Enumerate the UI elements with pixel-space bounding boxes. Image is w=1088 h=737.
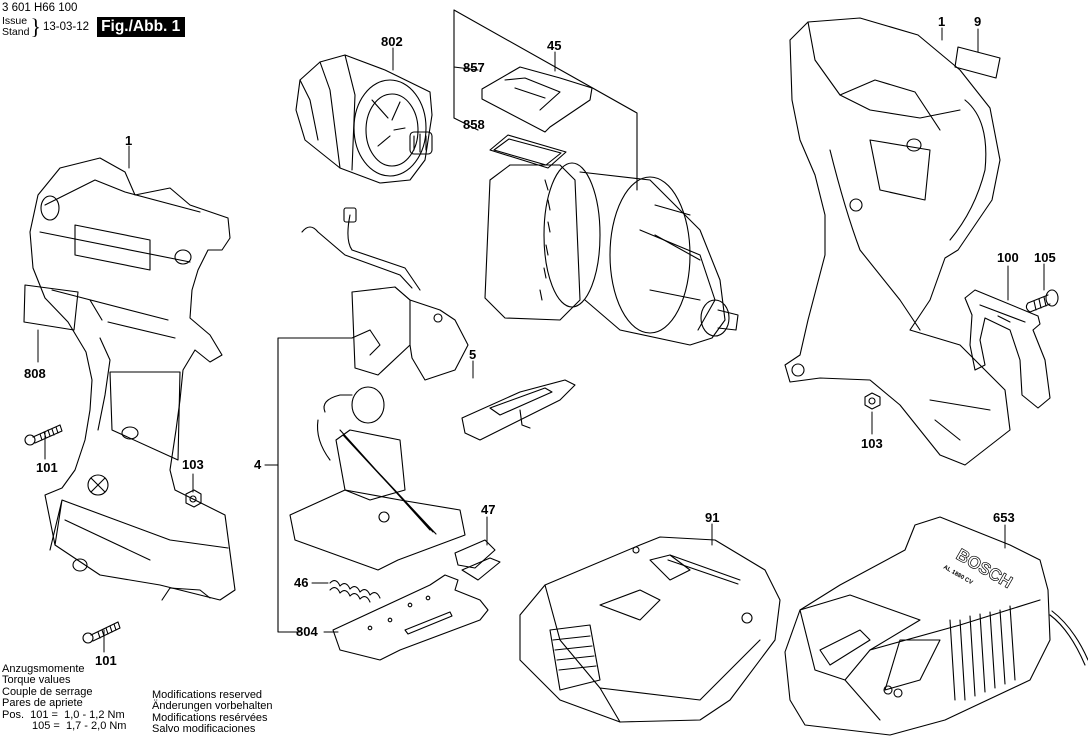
housing-left-part [29, 157, 236, 601]
modifications-es: Salvo modificaciones [152, 723, 256, 736]
callout-653: 653 [993, 510, 1015, 525]
spring-46-part [329, 580, 381, 603]
callout-5: 5 [469, 347, 477, 362]
torque-pos-101: 101 [30, 708, 49, 721]
torque-row-105: 105 = 1,7 - 2,0 Nm [32, 720, 127, 733]
button-47-part [454, 539, 501, 581]
callout-101-bottom: 101 [95, 653, 117, 668]
modifications-de: Änderungen vorbehalten [152, 700, 273, 713]
charger-653-part [784, 516, 1088, 736]
motor-802-part [295, 54, 433, 184]
issue-label-de: Stand [2, 25, 30, 38]
issue-block: Issue Stand } 13-03-12 Fig./Abb. 1 [2, 13, 186, 39]
callout-802: 802 [381, 34, 403, 49]
screw-105-part [1025, 289, 1059, 313]
callout-857: 857 [463, 60, 485, 75]
callout-101-top: 101 [36, 460, 58, 475]
leader-lines [37, 27, 1045, 653]
callout-1-right: 1 [938, 14, 946, 29]
callout-858: 858 [463, 117, 485, 132]
callout-808: 808 [24, 366, 46, 381]
pos-label: Pos. [2, 708, 25, 721]
callout-103-right: 103 [861, 436, 883, 451]
gasket-858-part [489, 134, 567, 169]
torque-heading-en: Torque values [2, 674, 71, 687]
torque-pos-105: 105 [32, 720, 51, 733]
label-9-part [954, 46, 1001, 79]
torque-value-105: 1,7 - 2,0 Nm [65, 720, 127, 733]
housing-right-part [784, 17, 1011, 466]
modifications-fr: Modifications resérvées [152, 711, 268, 724]
issue-labels: Issue Stand [2, 16, 29, 37]
callout-46: 46 [294, 575, 309, 590]
callout-47: 47 [481, 502, 496, 517]
callout-100: 100 [997, 250, 1019, 265]
modifications-en: Modifications reserved [152, 689, 263, 701]
torque-notes: Anzugsmomente Torque values Couple de se… [2, 663, 127, 733]
callout-105: 105 [1034, 250, 1056, 265]
callout-91: 91 [705, 510, 720, 525]
callout-4: 4 [254, 457, 262, 472]
callout-804: 804 [296, 624, 318, 639]
callout-45: 45 [547, 38, 562, 53]
figure-badge: Fig./Abb. 1 [97, 16, 186, 37]
switch-assembly-4-part [264, 207, 469, 633]
callout-1-left: 1 [125, 133, 133, 148]
gearbox-chuck-part [484, 162, 739, 346]
cover-857-part [481, 66, 593, 133]
brace-glyph: } [30, 13, 42, 39]
torque-heading-fr: Couple de serrage [2, 685, 93, 698]
nut-103-left-part [185, 489, 202, 508]
screw-101-bottom-part [82, 621, 121, 644]
callout-9: 9 [974, 14, 982, 29]
battery-91-part [519, 536, 781, 723]
belt-clip-100-part [964, 289, 1051, 409]
charger-brand-marking: BOSCH [953, 545, 1016, 592]
assembly-bracket-45 [453, 9, 638, 191]
contact-plate-804-part [332, 574, 489, 661]
nameplate-808-part [23, 284, 79, 331]
torque-value-101: 1,0 - 1,2 Nm [64, 708, 125, 721]
torque-heading-de: Anzugsmomente [2, 663, 85, 675]
torque-row-101: Pos. 101 = 1,0 - 1,2 Nm [2, 708, 125, 721]
issue-date: 13-03-12 [43, 20, 90, 33]
slider-5-part [461, 379, 576, 441]
issue-label-en: Issue [2, 15, 28, 27]
torque-heading-es: Pares de apriete [2, 697, 83, 710]
document-number: 3 601 H66 100 [2, 2, 78, 14]
screw-101-top-part [24, 424, 63, 446]
callout-103-left: 103 [182, 457, 204, 472]
nut-103-right-part [864, 392, 881, 410]
modifications-notes: Modifications reserved Änderungen vorbeh… [152, 689, 273, 736]
